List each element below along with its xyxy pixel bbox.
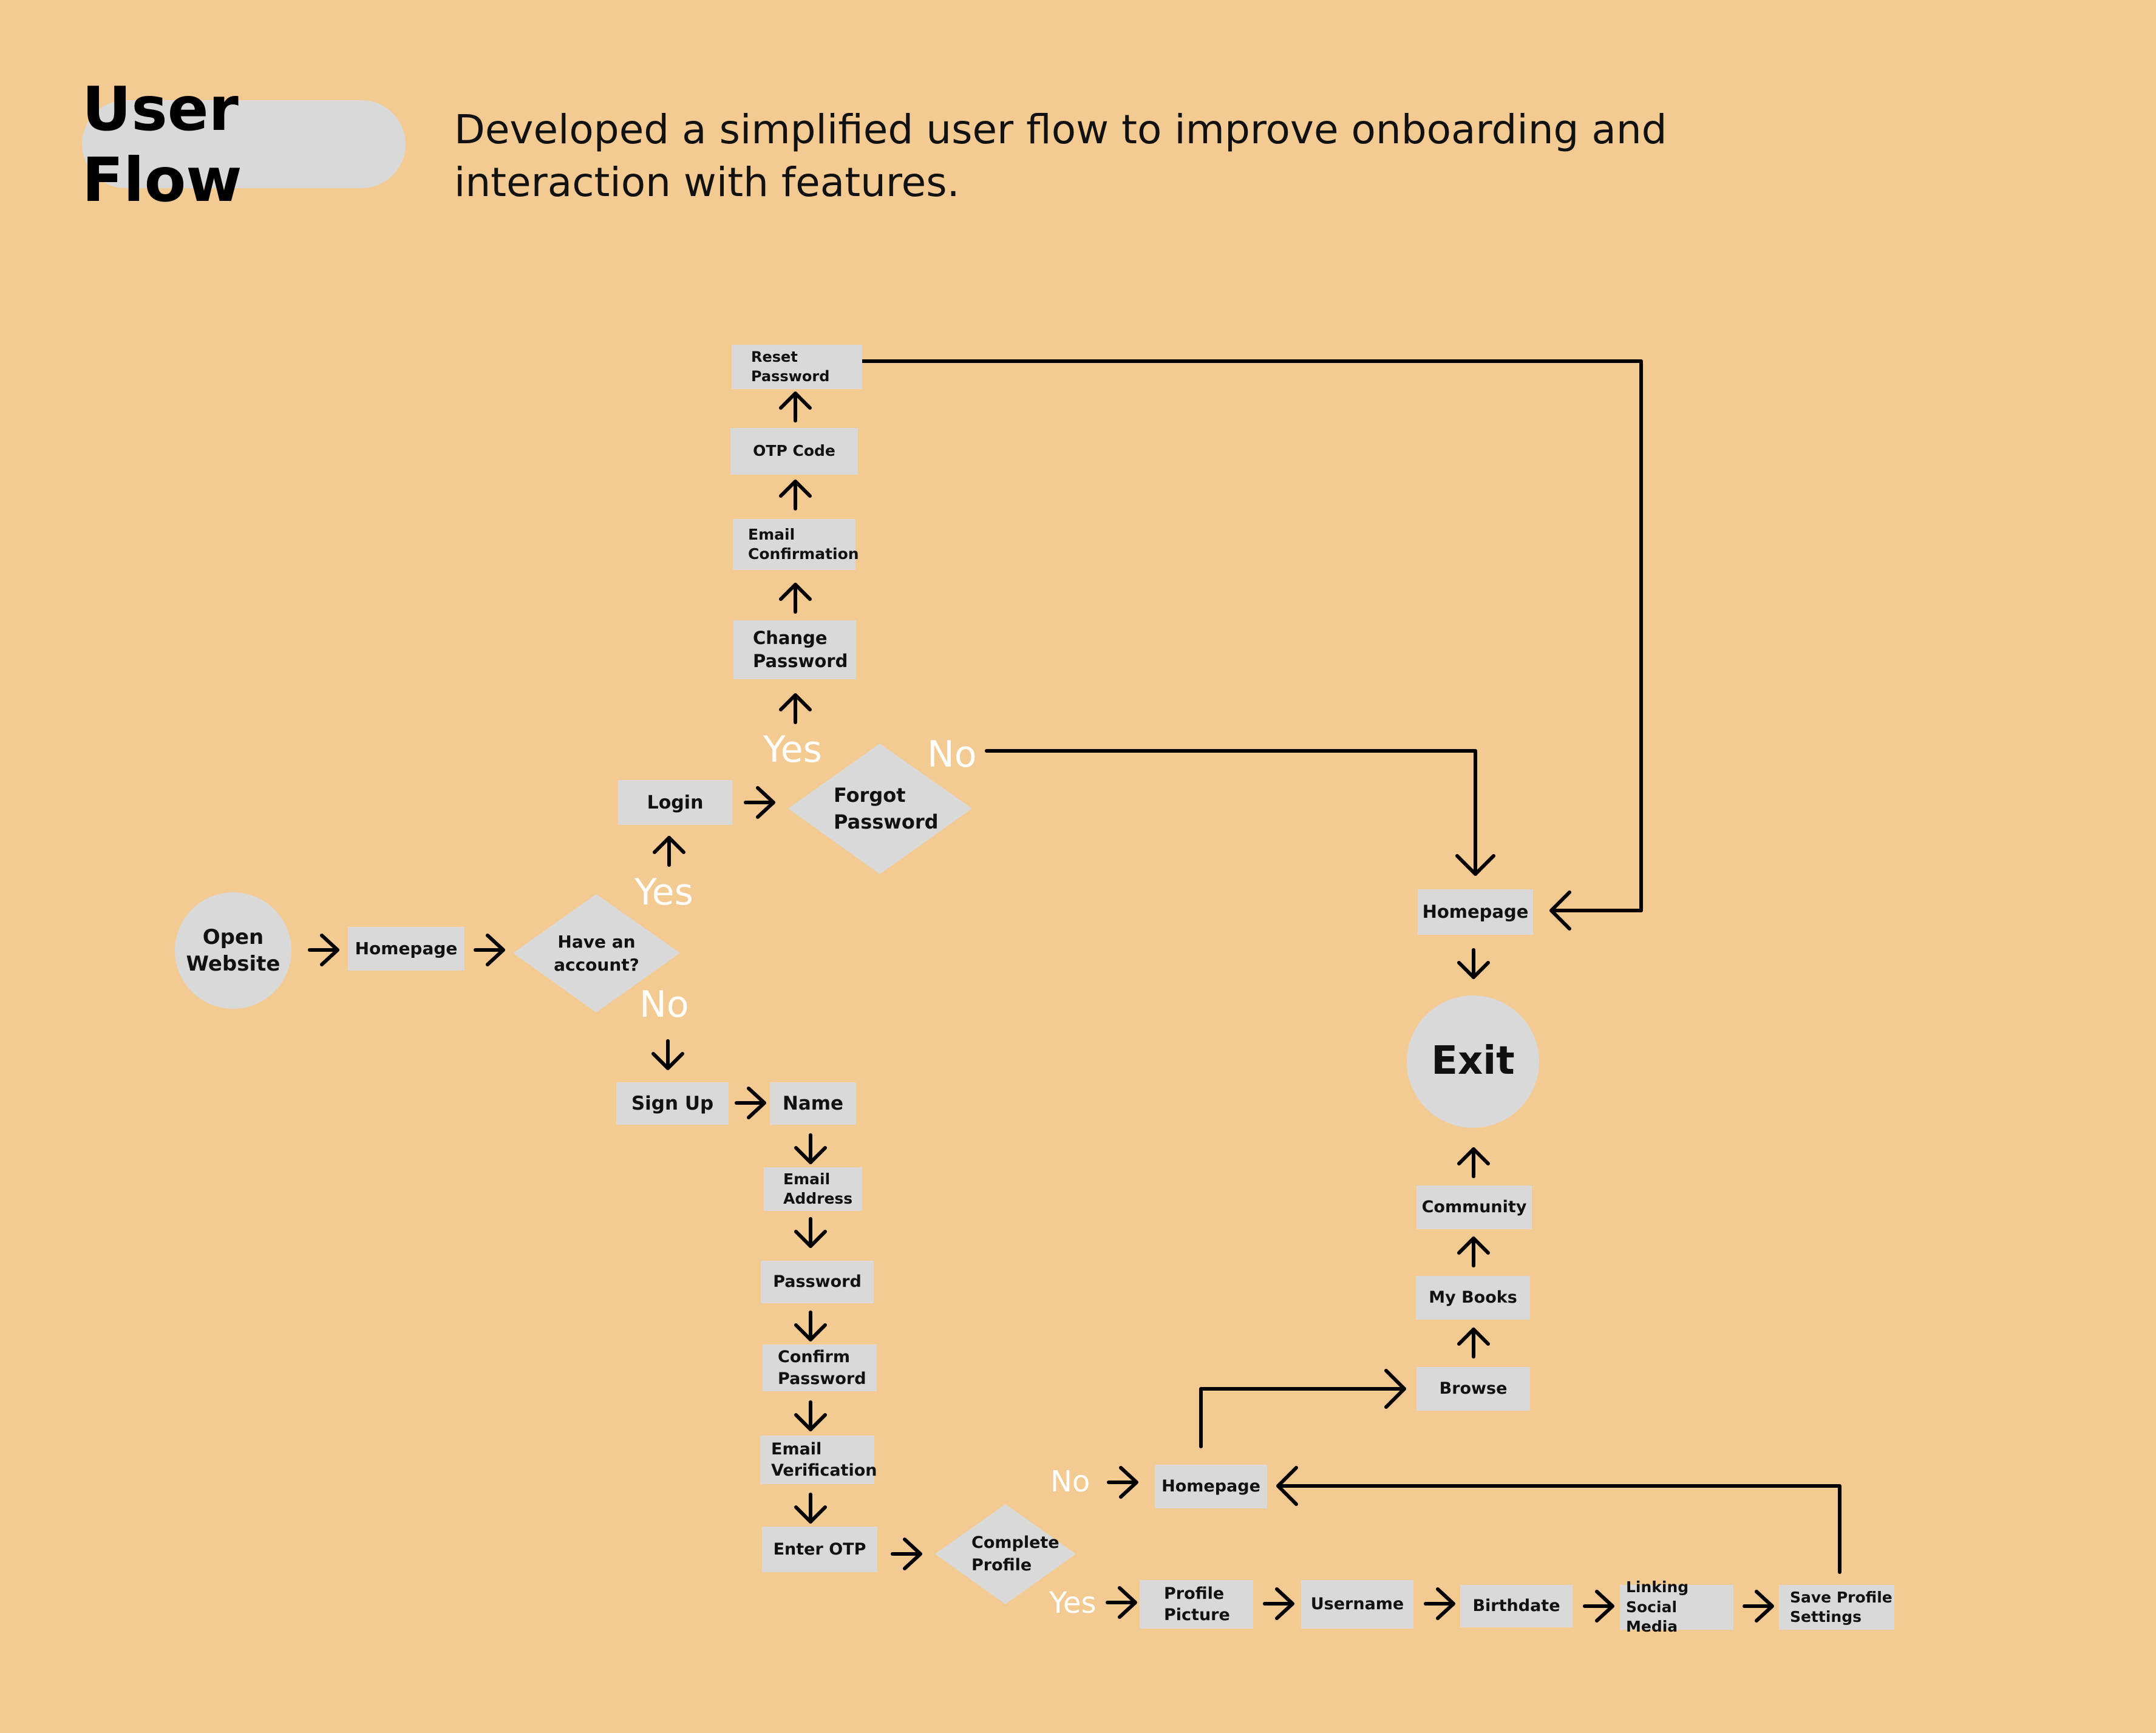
connector-save-to-homepage	[1276, 1466, 1841, 1574]
arrow-no-to-homepage	[1107, 1466, 1138, 1499]
arrow-decision-to-login	[653, 836, 685, 867]
node-email-verification: Email Verification	[760, 1436, 877, 1484]
arrow-confirm-to-verification	[794, 1400, 827, 1431]
node-username: Username	[1301, 1580, 1413, 1629]
arrow-homepage-to-decision	[474, 934, 505, 966]
branch-label-forgot-yes: Yes	[763, 728, 822, 771]
node-confirm-password: Confirm Password	[763, 1345, 877, 1391]
arrow-verification-to-enterotp	[794, 1493, 827, 1524]
node-homepage-bottom: Homepage	[1155, 1465, 1267, 1508]
branch-label-account-yes: Yes	[634, 871, 693, 914]
arrow-birthdate-to-linking	[1583, 1590, 1614, 1623]
branch-label-profile-no: No	[1050, 1465, 1090, 1499]
node-password: Password	[761, 1261, 874, 1303]
decision-forgot-password-label: Forgot Password	[834, 784, 939, 833]
arrow-community-to-exit	[1457, 1147, 1490, 1178]
node-email-address: Email Address	[764, 1167, 862, 1211]
node-homepage-right: Homepage	[1418, 889, 1533, 935]
node-otp-code: OTP Code	[730, 428, 858, 475]
diamond-shape	[788, 744, 972, 874]
decision-complete-profile-label: Complete Profile	[971, 1533, 1059, 1575]
node-homepage-start: Homepage	[348, 927, 464, 971]
arrow-otp-to-reset	[779, 392, 812, 422]
node-name: Name	[770, 1082, 856, 1125]
decision-complete-profile: Complete Profile	[935, 1504, 1076, 1604]
arrow-forgot-to-change	[779, 693, 812, 724]
connector-reset-to-homepage	[860, 359, 1643, 931]
branch-label-forgot-no: No	[927, 733, 977, 776]
arrow-linking-to-save	[1743, 1590, 1774, 1623]
arrow-login-to-forgot	[744, 786, 775, 819]
arrow-password-to-confirm	[794, 1311, 827, 1341]
connector-homepage-to-browse	[1199, 1369, 1406, 1448]
node-change-password: Change Password	[733, 620, 856, 679]
node-my-books: My Books	[1416, 1276, 1530, 1320]
arrow-decision-to-signup	[651, 1039, 684, 1070]
arrow-email-to-otp	[779, 480, 812, 510]
diamond-shape	[513, 894, 680, 1012]
arrow-browse-to-mybooks	[1457, 1328, 1490, 1358]
decision-have-account-label: Have an account?	[554, 931, 639, 975]
node-login: Login	[618, 780, 732, 825]
arrow-yes-to-profile	[1106, 1586, 1137, 1619]
arrow-otp-to-complete	[891, 1538, 922, 1570]
decision-have-account: Have an account?	[513, 894, 680, 1012]
node-sign-up: Sign Up	[616, 1082, 729, 1125]
node-birthdate: Birthdate	[1460, 1585, 1573, 1627]
node-reset-password: Reset Password	[732, 345, 862, 389]
arrow-mybooks-to-community	[1457, 1236, 1490, 1267]
arrow-change-to-email	[779, 583, 812, 614]
node-email-confirmation: Email Confirmation	[733, 519, 859, 570]
branch-label-account-no: No	[639, 983, 689, 1026]
page-title-pill: User Flow	[82, 73, 406, 215]
node-community: Community	[1416, 1185, 1532, 1229]
page-title: User Flow	[82, 73, 242, 215]
arrow-signup-to-name	[735, 1087, 766, 1119]
node-profile-picture: Profile Picture	[1140, 1580, 1253, 1629]
node-browse: Browse	[1416, 1367, 1530, 1411]
arrow-email-to-password	[794, 1217, 827, 1248]
node-exit: Exit	[1407, 995, 1539, 1128]
connector-forgot-no-to-homepage	[985, 749, 1495, 876]
arrow-profile-to-username	[1263, 1587, 1294, 1620]
arrow-open-to-homepage	[308, 934, 339, 966]
arrow-username-to-birthdate	[1424, 1587, 1455, 1620]
node-enter-otp: Enter OTP	[762, 1527, 877, 1572]
node-linking-social-media: Linking Social Media	[1620, 1578, 1733, 1635]
node-open-website: Open Website	[175, 892, 291, 1009]
branch-label-profile-yes: Yes	[1049, 1586, 1097, 1620]
decision-forgot-password: Forgot Password	[788, 744, 972, 874]
diamond-shape	[935, 1504, 1076, 1604]
node-save-profile-settings: Save Profile Settings	[1779, 1585, 1894, 1630]
page-subtitle: Developed a simplified user flow to impr…	[454, 106, 1667, 206]
arrow-name-to-email	[794, 1133, 827, 1164]
arrow-homepage-to-exit	[1457, 948, 1490, 979]
